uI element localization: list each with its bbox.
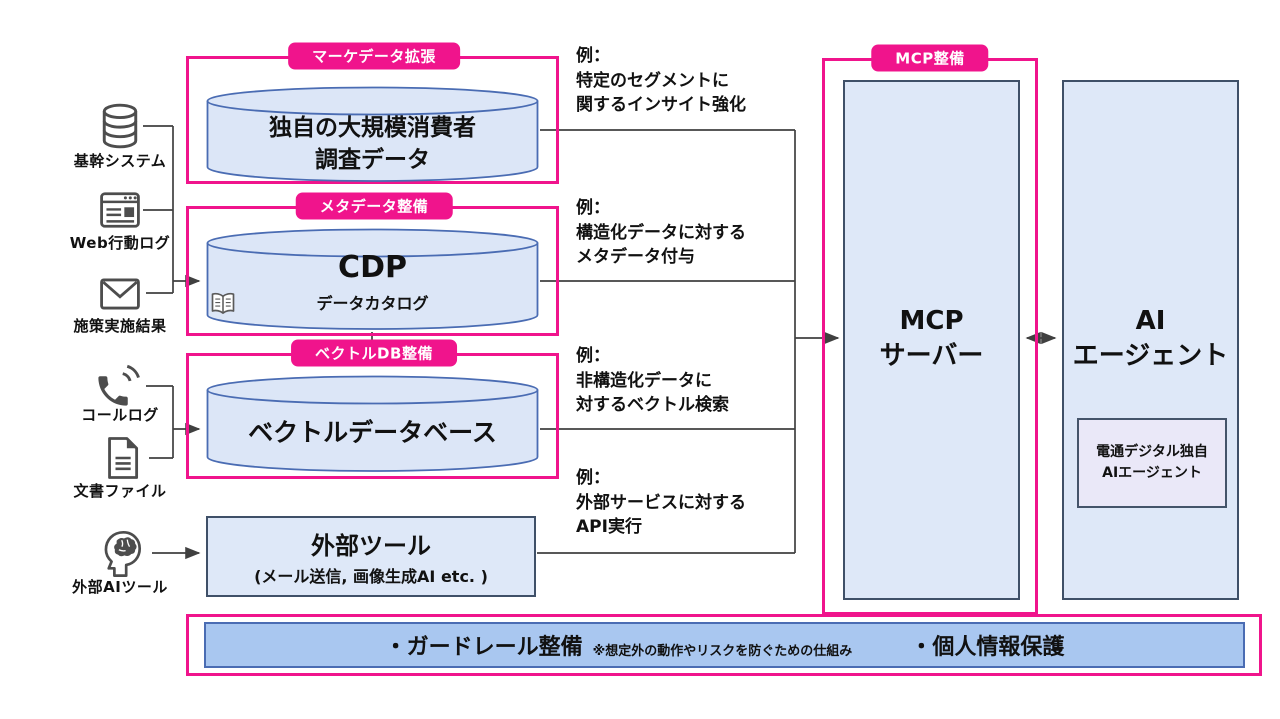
cdp-catalog-label: データカタログ [316, 294, 429, 313]
head-brain-icon [92, 524, 148, 580]
example-metadata: 例： 構造化データに対する メタデータ付与 [576, 198, 746, 268]
database-icon [92, 98, 148, 154]
example-insight: 例： 特定のセグメントに 関するインサイト強化 [576, 46, 746, 116]
source-label: 基幹システム [73, 152, 167, 170]
mcp-server-title: MCP サーバー [879, 306, 984, 372]
mcp-server-box: MCP サーバー [843, 80, 1020, 600]
source-label: 施策実施結果 [73, 317, 167, 335]
example-vector: 例： 非構造化データに 対するベクトル検索 [576, 346, 729, 416]
browser-icon [92, 182, 148, 238]
guardrail-item2: ・個人情報保護 [910, 635, 1065, 660]
cdp-catalog-row: データカタログ [206, 290, 539, 314]
source-label: 外部AIツール [72, 578, 168, 596]
source-label: 文書ファイル [73, 482, 167, 500]
ai-agent-title: AI エージェント [1072, 306, 1229, 372]
cylinder-vectordb: ベクトルデータベース [206, 375, 539, 472]
document-icon [94, 430, 150, 486]
external-tool-box: 外部ツール (メール送信, 画像生成AI etc. ) [206, 516, 536, 597]
external-tool-subtitle: (メール送信, 画像生成AI etc. ) [254, 567, 488, 586]
envelope-icon [92, 266, 148, 322]
cylinder-cdp-label: CDP [338, 250, 407, 285]
cylinder-vectordb-label: ベクトルデータベース [248, 418, 497, 447]
external-tool-title: 外部ツール [311, 532, 431, 560]
open-book-icon [211, 292, 235, 314]
cylinder-consumer-survey-label: 独自の大規模消費者 調査データ [269, 115, 476, 173]
guardrail-item1: ・ガードレール整備 [384, 635, 583, 660]
ai-agent-box: AI エージェント 電通デジタル独自 AIエージェント [1062, 80, 1239, 600]
tag-marketing-data: マーケデータ拡張 [288, 42, 460, 70]
tag-mcp: MCP整備 [871, 44, 989, 72]
tag-vectordb: ベクトルDB整備 [291, 339, 457, 367]
example-api: 例： 外部サービスに対する API実行 [576, 468, 746, 538]
phone-icon [88, 358, 144, 414]
cylinder-cdp: CDP データカタログ [206, 228, 539, 330]
source-label: コールログ [81, 406, 159, 424]
guardrail-bar: ・ガードレール整備 ※想定外の動作やリスクを防ぐための仕組み ・個人情報保護 [204, 622, 1245, 668]
source-label: Web行動ログ [69, 234, 171, 252]
tag-metadata: メタデータ整備 [295, 192, 453, 220]
guardrail-note: ※想定外の動作やリスクを防ぐための仕組み [592, 643, 853, 659]
dentsu-agent-box: 電通デジタル独自 AIエージェント [1077, 418, 1227, 508]
cylinder-consumer-survey: 独自の大規模消費者 調査データ [206, 86, 539, 182]
